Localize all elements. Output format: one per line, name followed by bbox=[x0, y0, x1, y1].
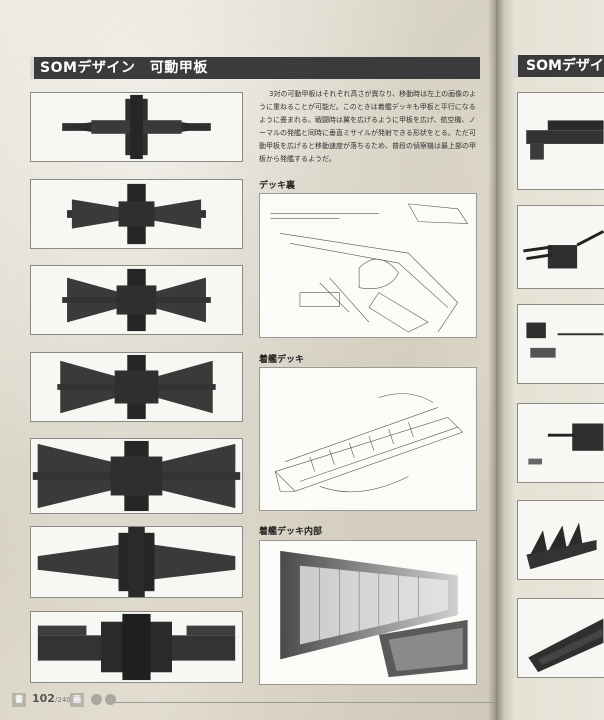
section-label-deck-underside: デッキ裏 bbox=[259, 181, 296, 191]
right-image-5 bbox=[517, 500, 604, 580]
footer-chip-left: 書 bbox=[12, 693, 26, 707]
footer-rule bbox=[115, 702, 495, 703]
deck-image-2 bbox=[30, 179, 243, 249]
page-number-total: /240 bbox=[54, 696, 71, 704]
book-gutter bbox=[488, 0, 504, 720]
page-title: SOMデザイン 可動甲板 bbox=[40, 60, 208, 76]
section-label-landing-deck: 着艦デッキ bbox=[259, 355, 305, 365]
footer-chip-right: 画 bbox=[70, 693, 84, 707]
footer bbox=[0, 690, 496, 710]
right-spikes bbox=[526, 522, 597, 570]
right-image-4 bbox=[517, 403, 604, 483]
description-text: 3対の可動甲板はそれぞれ高さが異なり、移動時は左上の画像のように重ねることが可能… bbox=[259, 90, 477, 163]
landing-deck-drawing bbox=[274, 393, 464, 493]
ship-silhouette-5 bbox=[32, 440, 241, 512]
deck-image-1 bbox=[30, 92, 243, 162]
right-image-2 bbox=[517, 205, 604, 289]
right-image-6 bbox=[517, 598, 604, 678]
ship-silhouette-7 bbox=[37, 613, 236, 681]
section-label-landing-deck-interior: 着艦デッキ内部 bbox=[259, 527, 323, 537]
right-turret-1 bbox=[526, 120, 604, 160]
right-image-1 bbox=[517, 92, 604, 190]
right-header-accent bbox=[514, 55, 518, 77]
deck-image-7 bbox=[30, 611, 243, 683]
landing-deck-interior-drawing bbox=[280, 550, 468, 678]
deck-image-4 bbox=[30, 352, 243, 422]
right-section-header: SOMデザイン bbox=[514, 55, 604, 77]
deck-image-5 bbox=[30, 438, 243, 514]
page-number: 102/240 bbox=[32, 692, 71, 705]
page-number-current: 102 bbox=[32, 692, 55, 705]
footer-circle-2 bbox=[105, 694, 116, 705]
deck-image-3 bbox=[30, 265, 243, 335]
section-header: SOMデザイン 可動甲板 bbox=[30, 57, 480, 79]
right-page-title: SOMデザイン bbox=[526, 58, 604, 74]
ship-silhouette-6 bbox=[37, 527, 236, 597]
deck-underside-sketch bbox=[259, 193, 477, 338]
ship-silhouette-1 bbox=[62, 94, 211, 160]
deck-image-6 bbox=[30, 526, 243, 598]
footer-circle-1 bbox=[91, 694, 102, 705]
ship-silhouette-4 bbox=[57, 354, 216, 420]
right-image-3 bbox=[517, 304, 604, 384]
ship-silhouette-3 bbox=[62, 268, 211, 332]
right-hull bbox=[528, 618, 604, 673]
header-accent bbox=[30, 57, 34, 79]
ship-silhouette-2 bbox=[67, 183, 206, 245]
right-turret-3 bbox=[526, 322, 604, 358]
landing-deck-sketch bbox=[259, 367, 477, 511]
landing-deck-interior-sketch bbox=[259, 540, 477, 685]
right-turret-4 bbox=[528, 423, 604, 465]
right-turret-2 bbox=[523, 230, 604, 269]
deck-underside-drawing bbox=[270, 203, 469, 333]
